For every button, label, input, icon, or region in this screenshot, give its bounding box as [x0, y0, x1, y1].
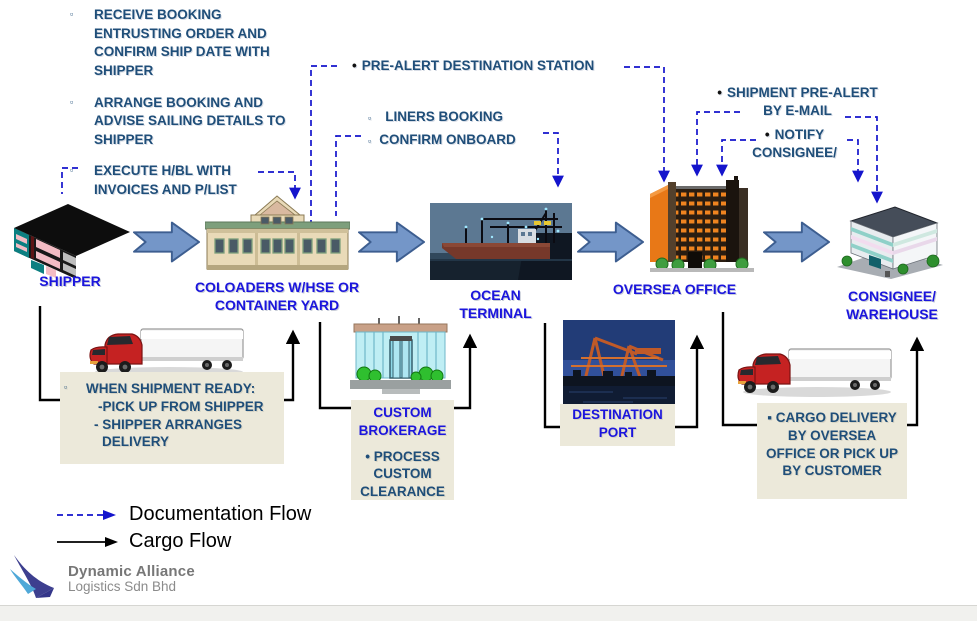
callout-note: • PROCESS CUSTOM CLEARANCE	[360, 448, 445, 500]
square-bullet-icon: ▫	[70, 96, 74, 107]
dot-bullet-icon: •	[717, 85, 722, 100]
note-text: CONSIGNEE/	[752, 145, 837, 161]
coloaders-building-illustration	[205, 193, 350, 273]
note-text: NOTIFY	[774, 127, 825, 142]
origin-tasks-note-list: ▫ RECEIVE BOOKING ENTRUSTING ORDER AND C…	[70, 6, 305, 213]
note-pre-alert-destination: • PRE-ALERT DESTINATION STATION	[352, 57, 594, 75]
station-label-consignee: CONSIGNEE/ WAREHOUSE	[846, 288, 938, 322]
when-shipment-ready-callout: ▫ WHEN SHIPMENT READY: -PICK UP FROM SHI…	[60, 372, 284, 464]
delivery-truck-illustration	[733, 343, 898, 399]
flow-arrow-shipper-to-coloaders-icon	[133, 220, 201, 264]
note-execute-hbl: ▫ EXECUTE H/BL WITH INVOICES AND P/LIST	[70, 162, 305, 199]
consignee-warehouse-illustration	[833, 203, 945, 279]
note-text: RECEIVE BOOKING ENTRUSTING ORDER AND CON…	[94, 7, 270, 78]
square-bullet-icon: ▫	[368, 113, 372, 123]
square-bullet-icon: ▫	[70, 165, 74, 176]
pickup-truck-illustration	[85, 323, 250, 379]
station-label-shipper: SHIPPER	[39, 273, 101, 289]
note-text: PRE-ALERT DESTINATION STATION	[361, 58, 595, 73]
dot-bullet-icon: •	[352, 58, 357, 73]
company-logo: Dynamic Alliance Logistics Sdn Bhd	[6, 553, 195, 605]
square-bullet-icon: ▫	[64, 382, 68, 392]
custom-brokerage-illustration	[348, 316, 453, 402]
note-text: BY E-MAIL	[763, 103, 832, 119]
note-arrange-booking: ▫ ARRANGE BOOKING AND ADVISE SAILING DET…	[70, 94, 305, 150]
note-receive-booking: ▫ RECEIVE BOOKING ENTRUSTING ORDER AND C…	[70, 6, 305, 81]
note-shipment-pre-alert: • SHIPMENT PRE-ALERT BY E-MAIL	[700, 84, 895, 120]
logo-subtitle: Logistics Sdn Bhd	[68, 578, 177, 594]
callout-line: - SHIPPER ARRANGES	[94, 416, 243, 432]
legend-label: Documentation Flow	[129, 503, 312, 525]
custom-brokerage-callout: CUSTOM BROKERAGE • PROCESS CUSTOM CLEARA…	[351, 400, 454, 500]
note-text: ARRANGE BOOKING AND ADVISE SAILING DETAI…	[94, 94, 286, 147]
note-text: LINERS BOOKING	[385, 109, 503, 124]
note-text: EXECUTE H/BL WITH INVOICES AND P/LIST	[94, 163, 237, 197]
solid-arrow-icon	[57, 536, 118, 547]
destination-port-callout: DESTINATION PORT	[560, 404, 675, 446]
note-notify-consignee: • NOTIFY CONSIGNEE/	[722, 126, 867, 162]
square-bullet-icon: ▫	[368, 136, 372, 146]
legend-documentation-flow: Documentation Flow	[55, 503, 311, 526]
logo-name: Dynamic Alliance	[68, 563, 195, 581]
station-label-coloaders: COLOADERS W/HSE OR CONTAINER YARD	[194, 279, 360, 313]
ocean-terminal-illustration	[430, 203, 572, 280]
note-confirm-onboard: ▫ CONFIRM ONBOARD	[368, 131, 516, 149]
dashed-arrow-icon	[57, 509, 116, 520]
legend-label: Cargo Flow	[129, 530, 232, 552]
note-text: CONFIRM ONBOARD	[379, 132, 516, 147]
square-bullet-icon: ▫	[70, 9, 74, 19]
note-text: SHIPMENT PRE-ALERT	[726, 85, 878, 100]
legend-cargo-flow: Cargo Flow	[55, 530, 311, 553]
station-label-oversea-office: OVERSEA OFFICE	[612, 281, 737, 297]
flow-arrow-terminal-to-oversea-icon	[577, 220, 645, 264]
note-liners-booking: ▫ LINERS BOOKING	[368, 108, 503, 126]
callout-line: DELIVERY	[102, 434, 170, 450]
station-label-ocean-terminal: OCEAN TERMINAL	[459, 287, 532, 321]
dot-bullet-icon: •	[764, 127, 770, 142]
shipper-building-illustration	[8, 198, 133, 278]
legend: Documentation Flow Cargo Flow	[55, 503, 311, 557]
flow-arrow-coloaders-to-terminal-icon	[358, 220, 426, 264]
callout-line: -PICK UP FROM SHIPPER	[98, 398, 264, 414]
footer-bar	[0, 605, 977, 621]
cargo-delivery-callout: ▪ CARGO DELIVERY BY OVERSEA OFFICE OR PI…	[757, 403, 907, 499]
logo-swoosh-icon	[10, 555, 54, 598]
callout-title: CUSTOM BROKERAGE	[358, 405, 447, 438]
callout-title: WHEN SHIPMENT READY:	[86, 381, 256, 396]
oversea-office-illustration	[648, 172, 760, 274]
flow-arrow-oversea-to-consignee-icon	[763, 220, 831, 264]
destination-port-illustration	[563, 320, 675, 407]
